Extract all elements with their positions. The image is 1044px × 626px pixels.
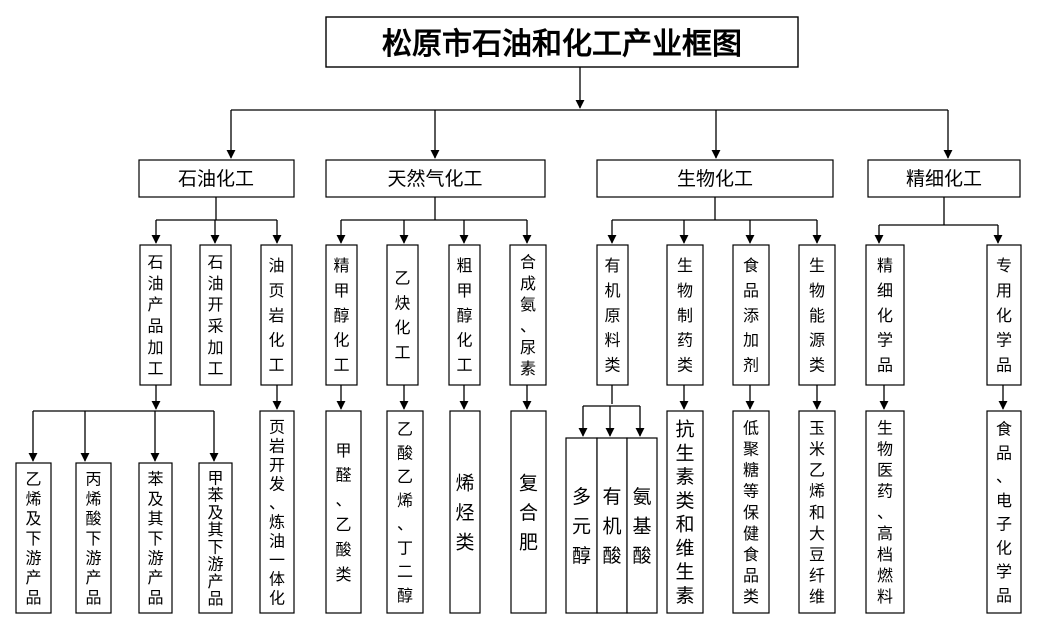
sub-食品添加剂-text: 食品添加剂 [743, 256, 759, 374]
diagram-title: 松原市石油和化工产业框图 [325, 16, 799, 68]
product-甲苯及其下游产品: 甲苯及其下游产品 [198, 462, 233, 614]
sub-生物制药类-text: 生物制药类 [677, 256, 693, 374]
product-玉米乙烯和大豆纤维: 玉米乙烯和大豆纤维 [798, 410, 836, 614]
product-丙烯酸下游产品-text: 丙烯酸下游产品 [85, 470, 101, 607]
sub-精甲醇化工: 精甲醇化工 [325, 244, 358, 386]
product-苯及其下游产品: 苯及其下游产品 [138, 462, 173, 614]
product-生物医药、高档燃料-text: 生物医药、高档燃料 [877, 418, 893, 606]
product-乙烯及下游产品: 乙烯及下游产品 [15, 462, 52, 614]
product-生物医药、高档燃料: 生物医药、高档燃料 [865, 410, 905, 614]
category-精细化工: 精细化工 [867, 159, 1021, 198]
product-氨基酸: 氨基酸 [626, 437, 658, 614]
sub-石油产品加工-text: 石油产品加工 [147, 252, 163, 378]
category-label: 石油化工 [178, 168, 254, 190]
sub-油页岩化工-text: 油页岩化工 [268, 256, 284, 374]
category-生物化工: 生物化工 [596, 159, 834, 198]
product-乙酸乙烯、丁二醇-text: 乙酸乙烯、丁二醇 [397, 420, 413, 605]
category-label: 生物化工 [677, 168, 753, 190]
product-页岩开发、炼油一体化-text: 页岩开发、炼油一体化 [269, 417, 285, 607]
product-烯烃类: 烯烃类 [449, 410, 481, 614]
product-多元醇: 多元醇 [565, 437, 598, 614]
product-氨基酸-text: 氨基酸 [632, 486, 651, 567]
product-甲苯及其下游产品-text: 甲苯及其下游产品 [207, 468, 223, 608]
sub-精甲醇化工-text: 精甲醇化工 [333, 256, 349, 374]
sub-专用化学品: 专用化学品 [986, 244, 1022, 386]
sub-精细化学品: 精细化学品 [865, 244, 905, 386]
sub-石油开采加工-text: 石油开采加工 [207, 252, 223, 378]
sub-食品添加剂: 食品添加剂 [732, 244, 770, 386]
product-烯烃类-text: 烯烃类 [455, 472, 474, 553]
product-甲醛、乙酸类-text: 甲醛、乙酸类 [335, 441, 351, 584]
product-低聚糖等保健食品类: 低聚糖等保健食品类 [732, 410, 770, 614]
product-乙烯及下游产品-text: 乙烯及下游产品 [25, 470, 41, 607]
product-食品、电子化学品-text: 食品、电子化学品 [996, 420, 1012, 605]
sub-粗甲醇化工: 粗甲醇化工 [448, 244, 481, 386]
product-抗生素类和维生素-text: 抗生素类和维生素 [675, 419, 694, 607]
product-抗生素类和维生素: 抗生素类和维生素 [666, 410, 704, 614]
sub-乙炔化工: 乙炔化工 [386, 244, 419, 386]
sub-石油产品加工: 石油产品加工 [139, 244, 172, 386]
product-复合肥-text: 复合肥 [519, 472, 538, 553]
connector-lines [28, 67, 1008, 462]
category-label: 精细化工 [906, 168, 982, 190]
category-label: 天然气化工 [387, 168, 482, 190]
sub-合成氨、尿素-text: 合成氨、尿素 [520, 252, 536, 378]
title-text: 松原市石油和化工产业框图 [382, 27, 742, 62]
sub-生物制药类: 生物制药类 [666, 244, 704, 386]
sub-专用化学品-text: 专用化学品 [996, 256, 1012, 374]
product-苯及其下游产品-text: 苯及其下游产品 [147, 470, 163, 607]
sub-油页岩化工: 油页岩化工 [260, 244, 293, 386]
product-复合肥: 复合肥 [510, 410, 547, 614]
sub-有机原料类-text: 有机原料类 [604, 256, 620, 374]
vertical-boxes: 石油产品加工 石油开采加工 油页岩化工 精甲醇化工 乙炔化工 粗甲醇化工 合成氨、尿素 有机原… [15, 244, 1022, 614]
product-页岩开发、炼油一体化: 页岩开发、炼油一体化 [259, 410, 295, 614]
product-有机酸-text: 有机酸 [602, 486, 621, 567]
product-多元醇-text: 多元醇 [572, 486, 591, 567]
sub-石油开采加工: 石油开采加工 [199, 244, 232, 386]
sub-精细化学品-text: 精细化学品 [877, 256, 893, 374]
product-丙烯酸下游产品: 丙烯酸下游产品 [75, 462, 112, 614]
sub-有机原料类: 有机原料类 [596, 244, 629, 386]
product-低聚糖等保健食品类-text: 低聚糖等保健食品类 [743, 418, 759, 606]
product-甲醛、乙酸类: 甲醛、乙酸类 [325, 410, 362, 614]
product-玉米乙烯和大豆纤维-text: 玉米乙烯和大豆纤维 [809, 418, 825, 606]
category-石油化工: 石油化工 [138, 159, 295, 198]
category-天然气化工: 天然气化工 [325, 159, 546, 198]
product-有机酸: 有机酸 [596, 437, 628, 614]
product-食品、电子化学品: 食品、电子化学品 [986, 410, 1022, 614]
sub-生物能源类-text: 生物能源类 [809, 256, 825, 374]
sub-合成氨、尿素: 合成氨、尿素 [509, 244, 547, 386]
sub-生物能源类: 生物能源类 [798, 244, 836, 386]
sub-粗甲醇化工-text: 粗甲醇化工 [456, 256, 472, 374]
product-乙酸乙烯、丁二醇: 乙酸乙烯、丁二醇 [386, 410, 424, 614]
sub-乙炔化工-text: 乙炔化工 [394, 269, 410, 362]
